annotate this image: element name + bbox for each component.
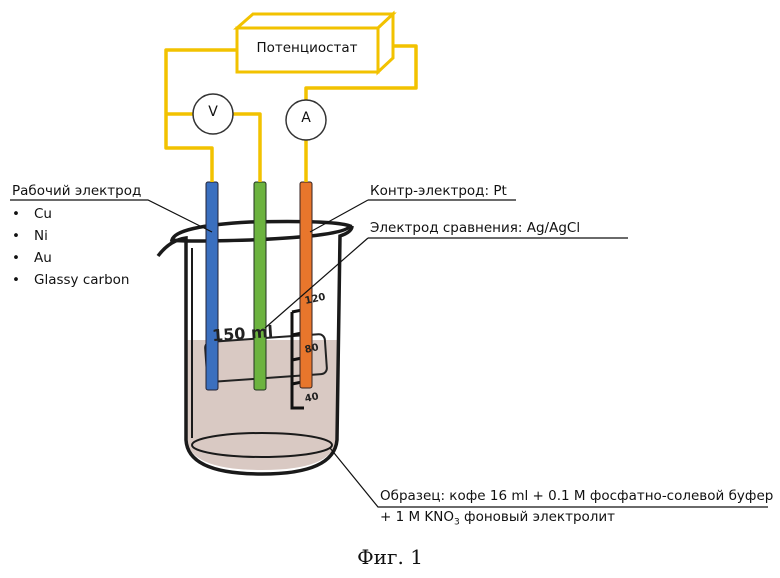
working-electrode-materials: •Cu •Ni •Au •Glassy carbon bbox=[12, 203, 129, 291]
working-electrode-rod bbox=[206, 182, 218, 390]
potentiostat-label: Потенциостат bbox=[236, 40, 378, 56]
ammeter-label: A bbox=[286, 110, 326, 126]
voltmeter-label: V bbox=[193, 104, 233, 120]
reference-electrode-label: Электрод сравнения: Ag/AgCl bbox=[370, 218, 580, 238]
figure-caption: Фиг. 1 bbox=[0, 545, 780, 569]
material-item: •Au bbox=[12, 247, 129, 269]
sample-label-line1: Образец: кофе 16 ml + 0.1 M фосфатно-сол… bbox=[380, 486, 773, 506]
counter-electrode-label: Контр-электрод: Pt bbox=[370, 181, 507, 201]
sample-label-line2: + 1 M KNO3 фоновый электролит bbox=[380, 507, 615, 533]
working-electrode-title: Рабочий электрод bbox=[12, 181, 141, 201]
material-item: •Glassy carbon bbox=[12, 269, 129, 291]
material-item: •Cu bbox=[12, 203, 129, 225]
counter-electrode-rod bbox=[300, 182, 312, 388]
material-item: •Ni bbox=[12, 225, 129, 247]
reference-electrode-rod bbox=[254, 182, 266, 390]
